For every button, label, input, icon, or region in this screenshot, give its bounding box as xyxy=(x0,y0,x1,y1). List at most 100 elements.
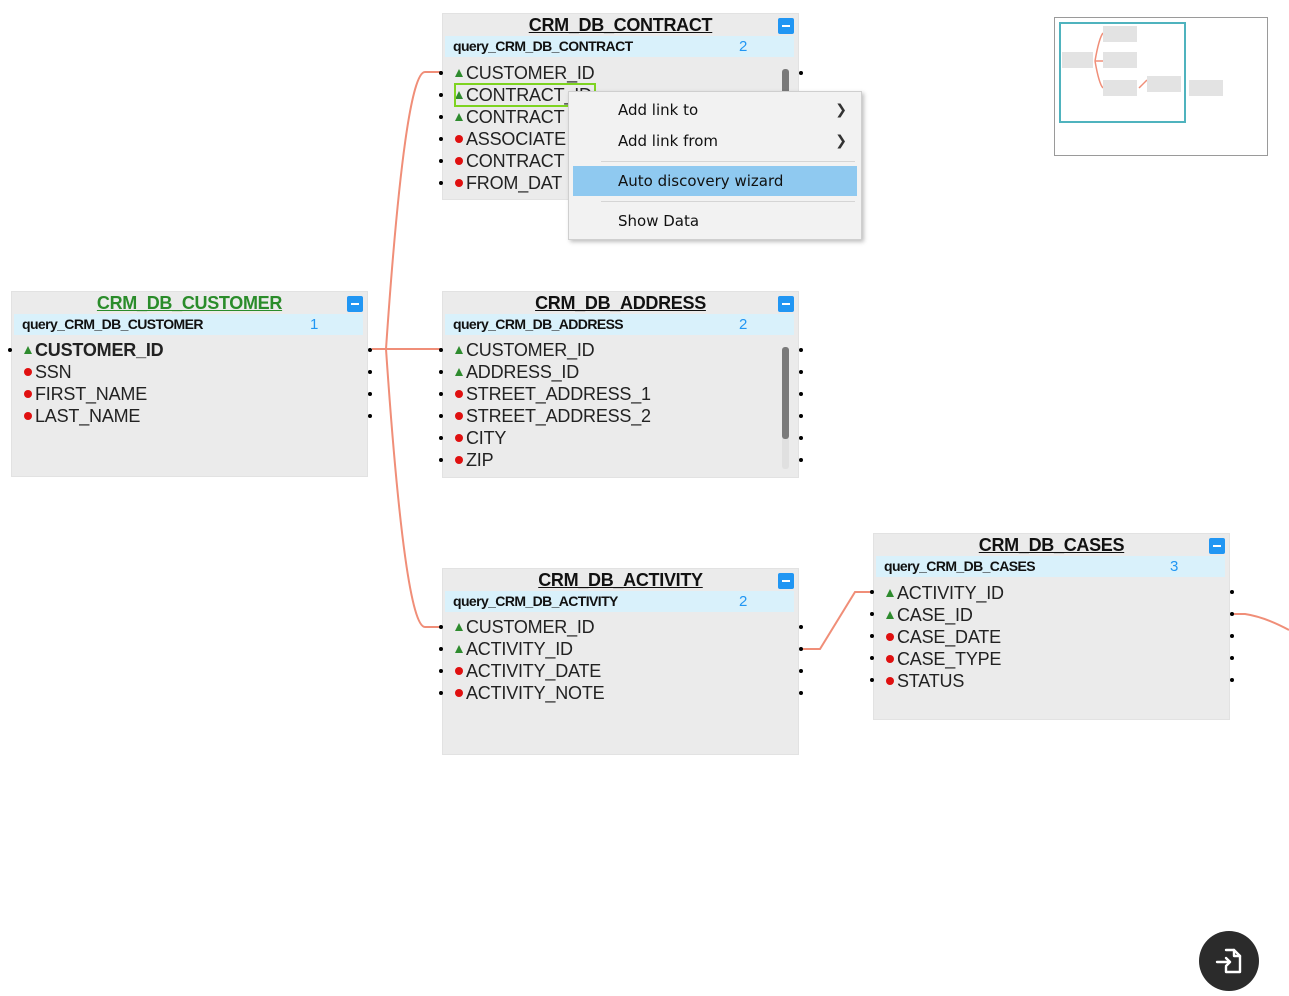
field-row[interactable]: CUSTOMER_ID xyxy=(455,616,604,638)
menu-item-add-link-from[interactable]: Add link from ❯ xyxy=(573,126,857,156)
field-name: CUSTOMER_ID xyxy=(466,617,595,637)
field-row[interactable]: SSN xyxy=(24,361,164,383)
connector-pin[interactable] xyxy=(799,392,803,396)
field-dot-icon xyxy=(886,655,894,663)
connector-pin[interactable] xyxy=(799,647,803,651)
connector-pin[interactable] xyxy=(799,71,803,75)
connector-pin[interactable] xyxy=(1230,678,1234,682)
connector-pin[interactable] xyxy=(439,436,443,440)
connector-pin[interactable] xyxy=(799,436,803,440)
query-number: 3 xyxy=(1170,558,1179,575)
field-row[interactable]: ZIP xyxy=(455,449,651,471)
connector-pin[interactable] xyxy=(439,137,443,141)
connector-pin[interactable] xyxy=(870,634,874,638)
field-name: CONTRACT xyxy=(466,107,565,127)
field-row[interactable]: STREET_ADDRESS_2 xyxy=(455,405,651,427)
minus-square-icon[interactable] xyxy=(1209,538,1225,554)
table-title[interactable]: CRM_DB_ACTIVITY xyxy=(538,570,703,590)
connector-pin[interactable] xyxy=(1230,612,1234,616)
connector-pin[interactable] xyxy=(799,691,803,695)
table-title[interactable]: CRM_DB_CUSTOMER xyxy=(96,293,283,313)
connector-pin[interactable] xyxy=(439,414,443,418)
table-crm-db-cases[interactable]: CRM_DB_CASES query_CRM_DB_CASES 3 ACTIVI… xyxy=(873,533,1230,720)
connector-pin[interactable] xyxy=(799,370,803,374)
field-dot-icon xyxy=(455,179,463,187)
connector-pin[interactable] xyxy=(870,656,874,660)
field-row[interactable]: CONTRACT xyxy=(455,150,595,172)
field-row[interactable]: STREET_ADDRESS_1 xyxy=(455,383,651,405)
table-crm-db-address[interactable]: CRM_DB_ADDRESS query_CRM_DB_ADDRESS 2 CU… xyxy=(442,291,799,478)
connector-pin[interactable] xyxy=(1230,634,1234,638)
field-row[interactable]: CITY xyxy=(455,427,651,449)
export-button[interactable] xyxy=(1199,931,1259,991)
menu-item-add-link-to[interactable]: Add link to ❯ xyxy=(573,95,857,125)
connector-pin[interactable] xyxy=(439,159,443,163)
field-row[interactable]: STATUS xyxy=(886,670,1004,692)
connector-pin[interactable] xyxy=(439,669,443,673)
connector-pin[interactable] xyxy=(799,348,803,352)
connector-pin[interactable] xyxy=(439,370,443,374)
field-row[interactable]: ACTIVITY_DATE xyxy=(455,660,604,682)
connector-pin[interactable] xyxy=(439,647,443,651)
query-bar: query_CRM_DB_ADDRESS 2 xyxy=(445,314,794,335)
field-row[interactable]: ASSOCIATE xyxy=(455,128,595,150)
minus-square-icon[interactable] xyxy=(347,296,363,312)
field-row[interactable]: CUSTOMER_ID xyxy=(455,339,651,361)
minimap-node xyxy=(1103,26,1137,42)
connector-pin[interactable] xyxy=(870,612,874,616)
field-row[interactable]: FROM_DAT xyxy=(455,172,595,194)
connector-pin[interactable] xyxy=(1230,656,1234,660)
vertical-scrollbar[interactable] xyxy=(782,347,789,469)
field-row[interactable]: ACTIVITY_ID xyxy=(455,638,604,660)
vertical-scrollbar[interactable] xyxy=(782,69,789,99)
menu-item-show-data[interactable]: Show Data xyxy=(573,206,857,236)
connector-pin[interactable] xyxy=(1230,590,1234,594)
connector-pin[interactable] xyxy=(439,691,443,695)
field-row[interactable]: ACTIVITY_NOTE xyxy=(455,682,605,704)
connector-pin[interactable] xyxy=(368,348,372,352)
minus-square-icon[interactable] xyxy=(778,296,794,312)
table-title[interactable]: CRM_DB_CONTRACT xyxy=(528,15,713,35)
connector-pin[interactable] xyxy=(439,625,443,629)
field-row[interactable]: ACTIVITY_ID xyxy=(886,582,1004,604)
field-row[interactable]: CASE_ID xyxy=(886,604,1004,626)
field-row[interactable]: LAST_NAME xyxy=(24,405,164,427)
field-row[interactable]: FIRST_NAME xyxy=(24,383,164,405)
field-row-selected[interactable]: CONTRACT_ID xyxy=(454,83,596,107)
field-row[interactable]: CASE_TYPE xyxy=(886,648,1004,670)
connector-pin[interactable] xyxy=(439,71,443,75)
connector-pin[interactable] xyxy=(368,414,372,418)
table-title[interactable]: CRM_DB_ADDRESS xyxy=(535,293,706,313)
field-row[interactable]: CONTRACT xyxy=(455,106,595,128)
connector-pin[interactable] xyxy=(870,590,874,594)
connector-pin[interactable] xyxy=(799,458,803,462)
connector-pin[interactable] xyxy=(870,678,874,682)
connector-pin[interactable] xyxy=(439,458,443,462)
connector-pin[interactable] xyxy=(439,93,443,97)
connector-pin[interactable] xyxy=(799,625,803,629)
minimap[interactable] xyxy=(1054,17,1268,156)
table-title[interactable]: CRM_DB_CASES xyxy=(978,535,1125,555)
connector-pin[interactable] xyxy=(368,370,372,374)
connector-pin[interactable] xyxy=(439,392,443,396)
connector-pin[interactable] xyxy=(368,392,372,396)
table-crm-db-activity[interactable]: CRM_DB_ACTIVITY query_CRM_DB_ACTIVITY 2 … xyxy=(442,568,799,755)
connector-pin[interactable] xyxy=(439,181,443,185)
field-row[interactable]: CUSTOMER_ID xyxy=(24,339,164,361)
table-crm-db-customer[interactable]: CRM_DB_CUSTOMER query_CRM_DB_CUSTOMER 1 … xyxy=(11,291,368,477)
minus-square-icon[interactable] xyxy=(778,573,794,589)
connector-pin[interactable] xyxy=(8,348,12,352)
connector-pin[interactable] xyxy=(439,348,443,352)
connector-pin[interactable] xyxy=(439,115,443,119)
field-name: CUSTOMER_ID xyxy=(466,63,595,83)
field-row[interactable]: CASE_DATE xyxy=(886,626,1004,648)
menu-item-label: Auto discovery wizard xyxy=(618,172,784,190)
menu-item-auto-discovery-wizard[interactable]: Auto discovery wizard xyxy=(573,166,857,196)
minimap-viewport[interactable] xyxy=(1059,22,1186,123)
minus-square-icon[interactable] xyxy=(778,18,794,34)
field-row[interactable]: CUSTOMER_ID xyxy=(455,62,595,84)
connector-pin[interactable] xyxy=(799,669,803,673)
connector-pin[interactable] xyxy=(799,414,803,418)
field-row[interactable]: ADDRESS_ID xyxy=(455,361,651,383)
